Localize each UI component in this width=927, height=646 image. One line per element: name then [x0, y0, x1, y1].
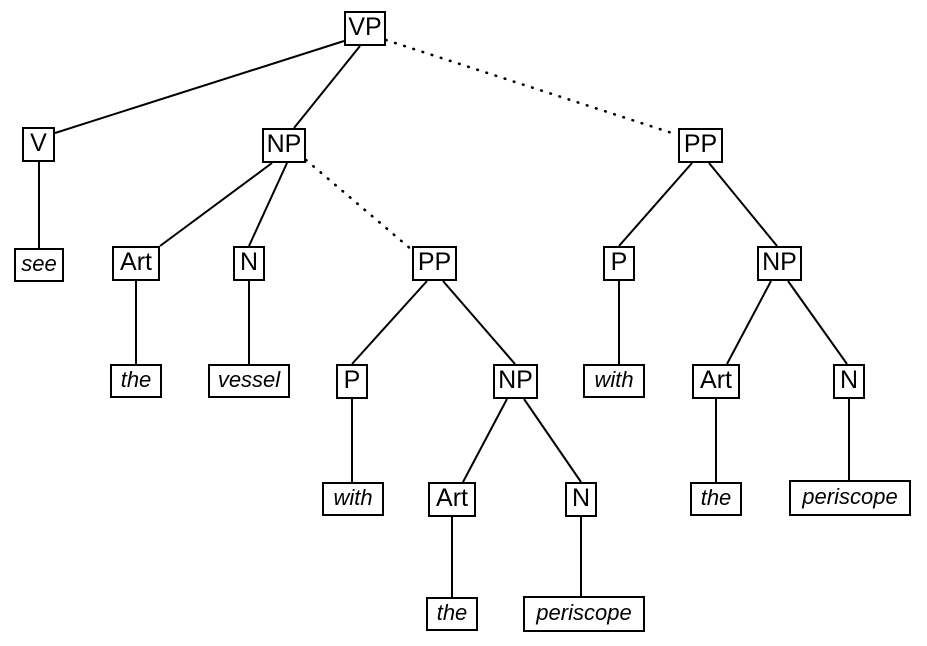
- tree-edge-vp-to-pp_high: [384, 38, 680, 137]
- node-label: the: [120, 367, 152, 392]
- category-node-art_high: Art: [692, 364, 740, 399]
- tree-edge-np_high-to-art_high: [726, 280, 772, 365]
- leaf-node-with_high: with: [583, 364, 645, 398]
- leaf-node-peri_low: periscope: [523, 596, 645, 632]
- leaf-node-vessel: vessel: [208, 364, 290, 398]
- node-label: the: [700, 485, 732, 510]
- node-label: vessel: [217, 367, 281, 392]
- category-node-n1: N: [233, 246, 265, 281]
- leaf-node-with_low: with: [322, 482, 384, 516]
- category-node-v: V: [22, 127, 55, 162]
- leaf-node-the_high: the: [690, 482, 742, 516]
- node-label: Art: [120, 248, 152, 276]
- node-label: NP: [762, 248, 797, 276]
- category-node-vp: VP: [344, 11, 386, 46]
- tree-edge-np1-to-art1: [159, 162, 273, 247]
- node-label: with: [594, 367, 634, 392]
- category-node-art1: Art: [112, 246, 160, 281]
- tree-edge-pp_high-to-p_high: [618, 162, 693, 247]
- tree-edge-pp_low-to-p_low: [351, 280, 428, 365]
- leaf-node-the_low: the: [426, 597, 478, 631]
- node-label: periscope: [802, 484, 898, 509]
- category-node-np_low: NP: [493, 364, 538, 399]
- tree-edge-vp-to-v: [54, 40, 345, 134]
- tree-edge-np_high-to-n_high: [787, 280, 848, 365]
- node-label: N: [239, 248, 259, 276]
- tree-edge-np_low-to-n_low: [523, 398, 582, 483]
- category-node-pp_high: PP: [678, 128, 723, 163]
- category-node-art_low: Art: [428, 482, 476, 517]
- node-label: P: [610, 248, 628, 276]
- category-node-np1: NP: [262, 128, 306, 163]
- category-node-np_high: NP: [757, 246, 802, 281]
- node-label: the: [436, 600, 468, 625]
- node-label: see: [21, 251, 57, 276]
- node-label: VP: [348, 13, 382, 41]
- tree-edge-np1-to-pp_low: [304, 158, 414, 252]
- node-label: NP: [266, 130, 302, 158]
- leaf-node-the1: the: [110, 364, 162, 398]
- category-node-n_low: N: [565, 482, 597, 517]
- category-node-n_high: N: [833, 364, 865, 399]
- node-label: N: [839, 366, 859, 394]
- node-label: Art: [700, 366, 732, 394]
- node-label: P: [343, 366, 361, 394]
- node-label: periscope: [536, 600, 632, 625]
- tree-edge-pp_high-to-np_high: [708, 162, 778, 247]
- leaf-node-peri_high: periscope: [789, 480, 911, 516]
- category-node-p_low: P: [336, 364, 368, 399]
- tree-edge-np_low-to-art_low: [462, 398, 508, 483]
- category-node-pp_low: PP: [412, 246, 457, 281]
- node-label: PP: [417, 248, 452, 276]
- node-label: N: [571, 484, 591, 512]
- tree-edge-np1-to-n1: [248, 162, 288, 247]
- node-label: NP: [498, 366, 533, 394]
- tree-edge-vp-to-np1: [293, 45, 361, 129]
- leaf-node-see: see: [14, 248, 64, 282]
- tree-edge-pp_low-to-np_low: [442, 280, 516, 365]
- node-label: Art: [436, 484, 468, 512]
- category-node-p_high: P: [603, 246, 635, 281]
- node-label: with: [333, 485, 373, 510]
- node-label: PP: [683, 130, 718, 158]
- node-label: V: [30, 129, 47, 157]
